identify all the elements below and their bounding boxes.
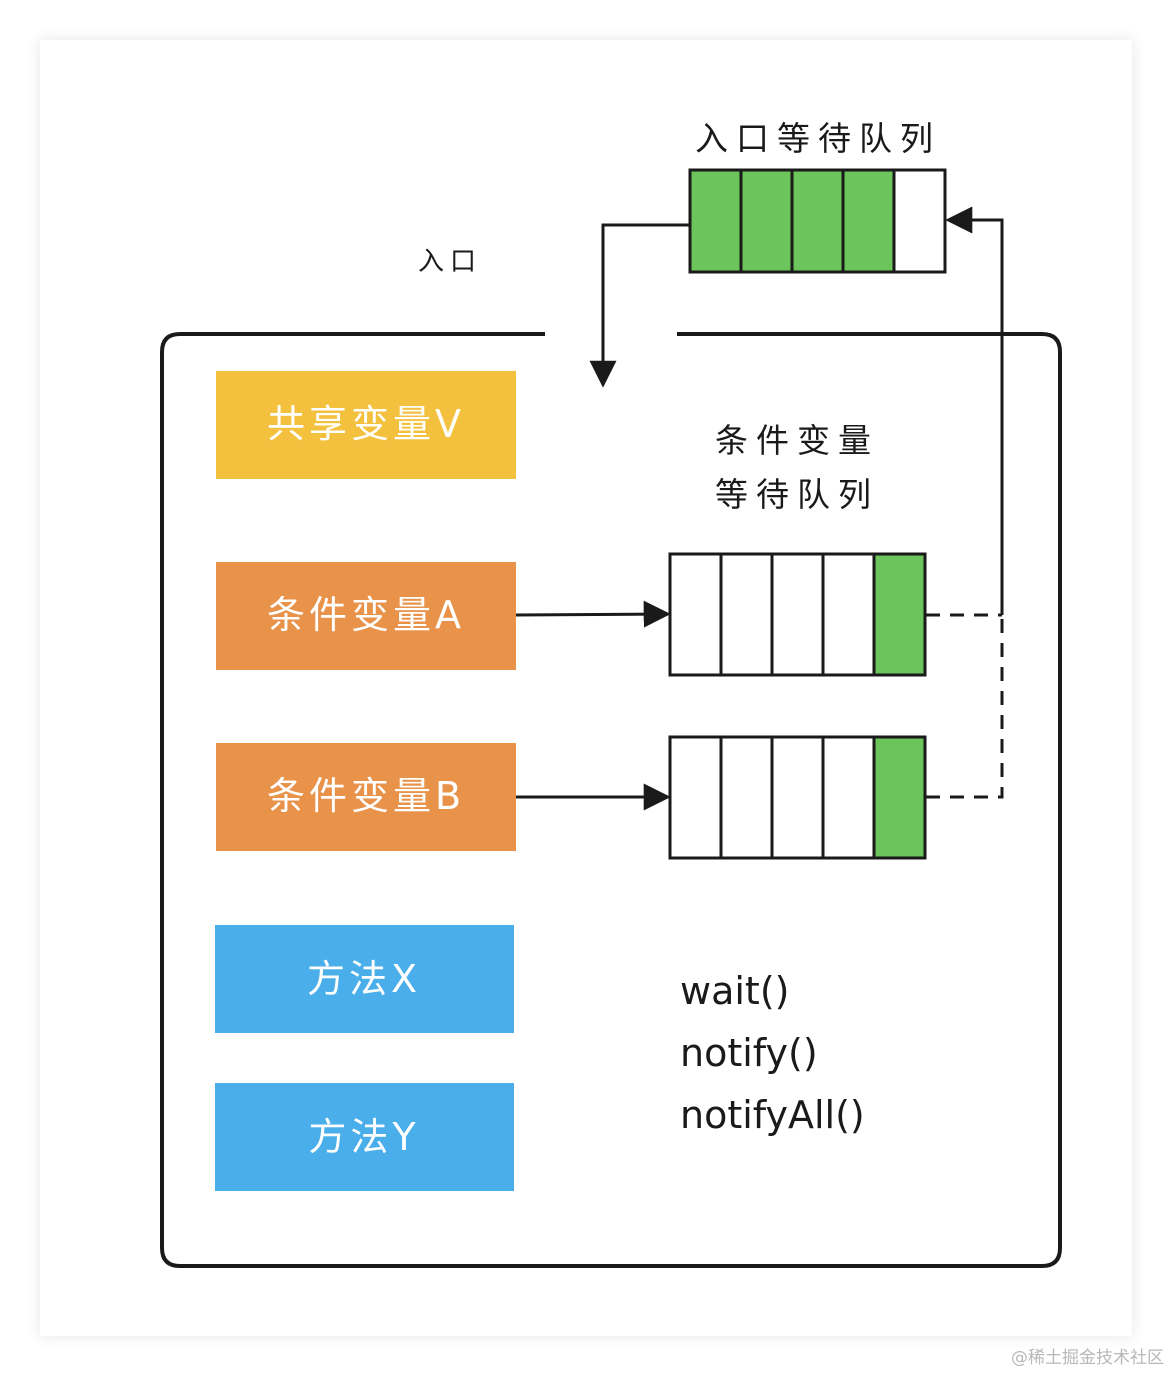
cond-var-a-box: [216, 562, 516, 670]
cond-b-queue-cell-1: [668, 735, 723, 860]
shared-variable-box: [216, 371, 516, 479]
cond-b-dashed-link: [926, 615, 1004, 799]
cond-b-queue-cell-4: [821, 735, 876, 860]
method-x-label: 方法X: [307, 957, 421, 1001]
monitor-boundary: [160, 332, 1062, 1268]
cond-var-b-label: 条件变量B: [267, 774, 465, 818]
cond-a-arrow: [515, 600, 671, 628]
cond-a-queue-cell-4: [821, 552, 876, 677]
watermark: @稀土掘金技术社区: [1011, 1348, 1164, 1368]
shared-variable-label: 共享变量V: [267, 402, 465, 446]
entry-queue-cell-1: [688, 168, 743, 274]
cond-a-queue: [668, 552, 927, 677]
entry-label: 入口: [418, 247, 482, 277]
cond-b-queue-cell-2: [719, 735, 774, 860]
entry-arrow: [589, 223, 690, 388]
method-y-label: 方法Y: [308, 1115, 419, 1159]
entry-queue-cell-2: [739, 168, 794, 274]
cond-b-queue-cell-3: [770, 735, 825, 860]
method-wait: wait(): [680, 969, 789, 1013]
method-notifyall: notifyAll(): [680, 1093, 865, 1137]
cond-a-queue-cell-2: [719, 552, 774, 677]
return-arrow: [945, 206, 1004, 615]
method-x-box: [215, 925, 514, 1033]
cond-var-b-box: [216, 743, 516, 851]
entry-queue-label: 入口等待队列: [695, 119, 941, 158]
cond-a-queue-cell-5: [872, 552, 927, 677]
cond-b-queue: [668, 735, 927, 860]
cond-a-queue-cell-1: [668, 552, 723, 677]
entry-queue-cell-4: [841, 168, 896, 274]
method-y-box: [215, 1083, 514, 1191]
cond-a-queue-cell-3: [770, 552, 825, 677]
entry-queue-cell-3: [790, 168, 845, 274]
cond-queue-label-line2: 等待队列: [715, 475, 879, 514]
cond-b-queue-cell-5: [872, 735, 927, 860]
entry-queue-cell-5: [892, 168, 947, 274]
cond-var-a-label: 条件变量A: [267, 593, 465, 637]
entry-queue: [688, 168, 947, 274]
cond-queue-label-line1: 条件变量: [715, 421, 879, 460]
method-notify: notify(): [680, 1031, 818, 1075]
